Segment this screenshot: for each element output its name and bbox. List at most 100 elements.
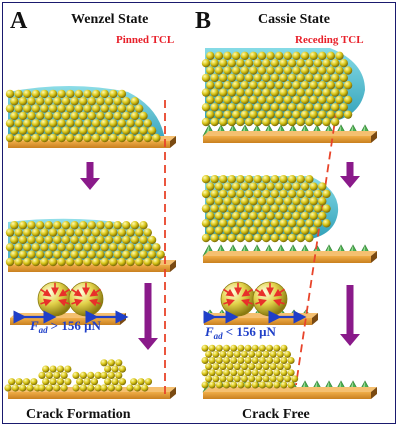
particle [214,182,224,191]
particle [122,111,131,121]
particle [231,226,241,235]
particle [233,350,241,358]
particle [117,119,127,128]
particle [126,384,134,392]
particle [113,126,122,135]
particle [237,369,245,377]
particle [214,211,224,221]
particle [22,378,31,386]
particle [244,73,254,83]
particle [40,89,49,99]
particle [231,66,241,75]
particle [206,226,215,235]
particle [35,250,45,259]
panel-a-large-particle-left-capillary-arrow [58,298,70,307]
particle [14,133,23,143]
particle [322,189,331,199]
particle [292,226,301,235]
panel-b-tcl-label: Receding TCL [295,34,364,46]
particle [240,211,249,221]
particle [113,111,122,121]
particle [223,66,232,75]
particle [38,371,46,379]
particle [141,384,149,392]
particle [53,371,61,379]
particle [201,59,211,68]
particle [309,66,318,75]
particle [214,51,224,61]
particle [296,73,305,83]
particle [44,126,53,135]
particle [253,117,262,127]
particle [240,66,249,75]
particle [56,365,65,373]
particle [74,104,84,113]
panel-b-large-particle-right-capillary-arrow [273,288,285,297]
particle [147,250,157,259]
particle [91,257,101,267]
particle [100,89,109,99]
particle [279,59,288,68]
particle [91,104,101,113]
particle [134,257,144,267]
particle [343,95,353,105]
particle [78,97,88,106]
particle [83,119,92,128]
panel-b-substrate-2-side [371,251,377,263]
particle [236,73,245,83]
particle [206,182,215,191]
particle [70,250,79,259]
particle [35,126,45,135]
particle [266,51,275,61]
panel-a-force-subscript: ad [39,325,49,335]
particle [201,357,209,364]
particle [18,126,28,135]
particle [56,378,65,386]
particle [236,233,245,243]
particle [201,219,211,228]
particle [335,95,344,105]
particle [23,133,32,143]
particle [231,182,241,191]
particle [76,378,84,386]
particle [248,363,256,371]
particle [223,211,232,221]
particle [318,66,327,75]
particle [249,95,258,105]
particle [240,182,249,191]
particle [244,344,252,352]
particle [230,369,238,377]
particle [253,88,262,97]
panel-b-letter: B [195,8,211,34]
particle [48,119,58,128]
particle [262,175,271,184]
particle [61,221,71,230]
particle [240,375,248,383]
particle [219,73,228,83]
particle [143,119,152,128]
particle [206,66,215,75]
particle [107,371,115,379]
particle [270,219,280,228]
particle [94,371,102,379]
particle [236,189,245,199]
particle [219,375,227,383]
particle [87,111,96,121]
panel-a-large-particle-left-capillary-arrow [58,288,70,297]
panel-a-substrate-2 [8,265,170,272]
particle [139,250,148,259]
particle [60,384,68,392]
particle [215,344,223,352]
particle [300,66,310,75]
particle [205,350,213,358]
particle [30,378,38,386]
particle [126,119,135,128]
particle [335,66,344,75]
particle [61,111,71,121]
panel-a-arrow-1-shaft [86,162,94,180]
particle [210,189,219,199]
particle [266,110,275,119]
particle [309,81,318,90]
particle [31,257,41,267]
particle [231,211,241,221]
